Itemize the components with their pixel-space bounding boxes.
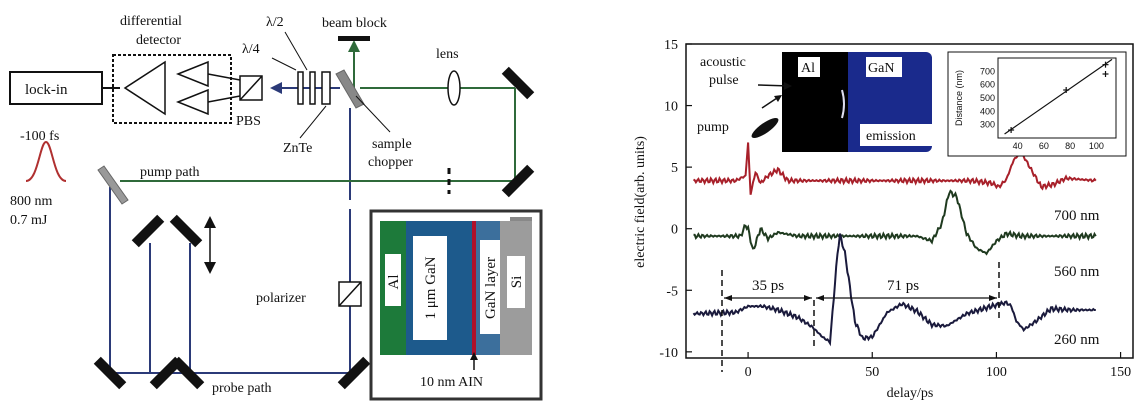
- pulse-duration-label: -100 fs: [20, 129, 59, 144]
- beamsplitter-icon: [97, 165, 129, 205]
- differential-detector-label-1: differential: [120, 14, 182, 29]
- inset-x-tick-label: 80: [1065, 141, 1075, 151]
- wavelength-label: 800 nm: [10, 194, 53, 209]
- delay-arrow-down: [204, 262, 216, 274]
- y-tick-label: 0: [671, 223, 678, 238]
- arrowhead: [989, 295, 997, 301]
- emission-photo-inset: Al GaN emission acoustic pulse pump: [697, 52, 932, 152]
- layer-gan-1um-label: 1 μm GaN: [423, 256, 439, 319]
- pump-arrowhead: [348, 40, 360, 52]
- znte-pointer: [299, 105, 327, 139]
- mirror-icons: [93, 66, 535, 390]
- x-tick-label: 150: [1110, 365, 1131, 380]
- inset-x-tick-label: 100: [1089, 141, 1104, 151]
- znte-crystal: [321, 71, 331, 105]
- inset-x-ticks: 40 60 80 100: [1013, 141, 1104, 151]
- series-group: [692, 142, 1097, 347]
- polarizer-label: polarizer: [256, 291, 306, 306]
- probe-path-label: probe path: [212, 381, 271, 396]
- series-line-260-nm: [692, 233, 1096, 347]
- layer-si-label: Si: [509, 276, 525, 289]
- inset-y-tick-label: 400: [980, 106, 995, 116]
- photo-acoustic-label-1: acoustic: [700, 55, 746, 70]
- pbs-icon: [239, 75, 263, 101]
- inset-y-tick-label: 600: [980, 80, 995, 90]
- pump-beam-lines: [120, 48, 516, 182]
- amplifier-icons: [123, 60, 241, 116]
- y-tick-label: 10: [664, 100, 678, 115]
- x-axis-label: delay/ps: [887, 386, 934, 401]
- chart: -10 -5 0 5 10 15 0 50 100 150 electric field(arb…: [633, 38, 1134, 401]
- differential-detector-box: [112, 54, 232, 124]
- x-tick-label: 0: [745, 365, 752, 380]
- energy-label: 0.7 mJ: [10, 213, 48, 228]
- lens-icon: [447, 70, 461, 106]
- interval-35ps-label: 35 ps: [752, 278, 784, 294]
- pump-pulse-icon: [25, 140, 67, 182]
- pump-path-label: pump path: [140, 165, 200, 180]
- setup-diagram: beam block lock-in differential detector…: [9, 14, 543, 401]
- inset-x-tick-label: 40: [1013, 141, 1023, 151]
- delay-arrow-up: [204, 216, 216, 228]
- photo-emission-label: emission: [866, 129, 916, 144]
- beam-block-label: beam block: [322, 16, 387, 31]
- probe-arrowhead: [270, 82, 282, 94]
- x-tick-label: 50: [865, 365, 879, 380]
- lockin-label: lock-in: [25, 82, 68, 98]
- interval-71ps-label: 71 ps: [887, 278, 919, 294]
- arrowhead: [816, 295, 824, 301]
- y-tick-label: 15: [664, 38, 678, 53]
- series-label-260: 260 nm: [1054, 332, 1100, 348]
- series-label-700: 700 nm: [1054, 208, 1100, 224]
- sample-chopper-pointer: [355, 95, 391, 133]
- pbs-label: PBS: [236, 114, 261, 129]
- lens-label: lens: [436, 47, 459, 62]
- x-tick-label: 100: [986, 365, 1007, 380]
- half-wave-pointer: [284, 31, 308, 71]
- photo-gan-label: GaN: [868, 61, 894, 76]
- inset-y-tick-label: 300: [980, 120, 995, 130]
- differential-detector-label-2: detector: [136, 33, 181, 48]
- sample-chopper-label-1: sample: [372, 137, 412, 152]
- arrowhead: [804, 295, 812, 301]
- half-wave-label: λ/2: [266, 15, 284, 30]
- plot-frame: [685, 43, 1134, 359]
- x-ticks: 0 50 100 150: [745, 352, 1131, 380]
- pump-spot-icon: [751, 117, 779, 139]
- y-tick-label: -10: [659, 346, 678, 361]
- polarizer-diagonal: [338, 281, 362, 307]
- quarter-wave-plate: [297, 71, 304, 105]
- series-line-560-nm: [693, 189, 1097, 256]
- series-label-560: 560 nm: [1054, 264, 1100, 280]
- quarter-wave-pointer: [271, 57, 297, 71]
- series-line-700-nm: [692, 142, 1097, 195]
- sample-chopper-mirror: [335, 69, 365, 109]
- layer-al-label: Al: [386, 275, 402, 290]
- sample-structure-inset: Al 1 μm GaN GaN layer Si 10 nm AIN: [369, 209, 543, 401]
- inset-x-tick-label: 60: [1039, 141, 1049, 151]
- quarter-wave-label: λ/4: [242, 42, 260, 57]
- arrowhead: [724, 295, 732, 301]
- inset-y-ticks: 300 400 500 600 700: [980, 66, 995, 129]
- photo-al-label: Al: [801, 61, 815, 76]
- y-tick-label: 5: [671, 161, 678, 176]
- beam-block: [338, 36, 370, 41]
- inset-points: [1004, 58, 1113, 135]
- distance-inset-plot: Distance (nm) 300 400 500 600 700 40 60 80 100: [947, 51, 1127, 157]
- photo-acoustic-label-2: pulse: [709, 73, 739, 88]
- photo-pump-label: pump: [697, 120, 729, 135]
- y-ticks: -10 -5 0 5 10 15: [659, 38, 692, 361]
- inset-fit-line: [1004, 58, 1113, 135]
- znte-label: ZnTe: [283, 141, 312, 156]
- half-wave-plate: [309, 71, 316, 105]
- y-axis-label: electric field(arb. units): [633, 136, 648, 268]
- y-tick-label: -5: [666, 284, 678, 299]
- inset-y-tick-label: 500: [980, 93, 995, 103]
- layer-aln-label: 10 nm AIN: [420, 375, 483, 390]
- layer-gan-layer-label: GaN layer: [483, 257, 499, 319]
- sample-chopper-label-2: chopper: [368, 155, 413, 170]
- inset-y-tick-label: 700: [980, 66, 995, 76]
- inset-y-axis-label: Distance (nm): [954, 70, 964, 126]
